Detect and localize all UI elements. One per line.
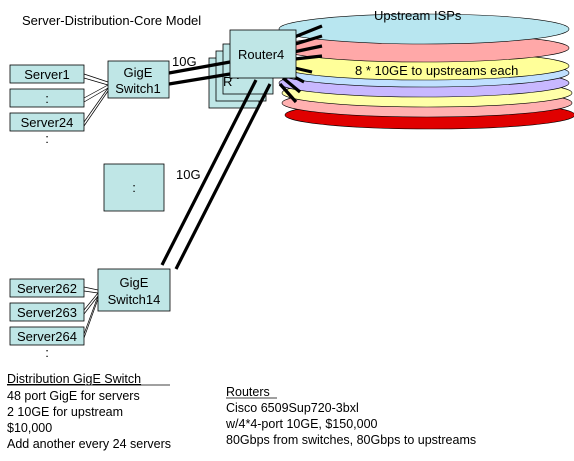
routers-line: 80Gbps from switches, 80Gbps to upstream… xyxy=(226,433,476,447)
switch14-line2: Switch14 xyxy=(108,292,161,307)
server-box[interactable] xyxy=(9,302,85,322)
upstream-isp-stack xyxy=(278,13,574,130)
middle-placeholder: : xyxy=(103,163,165,212)
diagram-title: Server-Distribution-Core Model xyxy=(22,13,201,28)
routers-line: w/4*4-port 10GE, $150,000 xyxy=(225,417,378,431)
server-box[interactable] xyxy=(9,278,85,298)
distribution-notes: Distribution GigE Switch 48 port GigE fo… xyxy=(7,372,171,451)
distribution-line: Add another every 24 servers xyxy=(7,437,171,451)
middle-placeholder-label: : xyxy=(132,180,136,195)
gige-switch1[interactable]: GigE Switch1 xyxy=(107,60,170,99)
router4-box[interactable] xyxy=(229,29,297,79)
server-label: Server24 xyxy=(21,115,74,130)
routers-line: Cisco 6509Sup720-3bxl xyxy=(226,401,359,415)
router4-label: Router4 xyxy=(238,47,284,62)
switch1-line2: Switch1 xyxy=(115,81,161,96)
routers-heading: Routers xyxy=(226,385,270,399)
server-links-bottom xyxy=(83,286,99,339)
isp-ellipse xyxy=(278,13,570,45)
server-box[interactable] xyxy=(9,88,85,108)
upstream-isps-label: Upstream ISPs xyxy=(374,8,462,23)
server-label: Server1 xyxy=(24,67,70,82)
distribution-line: 48 port GigE for servers xyxy=(7,389,140,403)
distribution-line: 2 10GE for upstream xyxy=(7,405,123,419)
server-label: Server262 xyxy=(17,281,77,296)
upstream-caption: 8 * 10GE to upstreams each xyxy=(355,63,518,78)
link-label-middle: 10G xyxy=(176,167,201,182)
server-list-top: Server1 : Server24 : xyxy=(9,64,85,146)
server-box[interactable] xyxy=(9,112,85,132)
server-label: Server264 xyxy=(17,329,77,344)
distribution-heading: Distribution GigE Switch xyxy=(7,372,141,386)
ellipsis: : xyxy=(45,345,49,360)
switch14-router-links xyxy=(160,79,272,270)
server-list-bottom: Server262 Server263 Server264 : xyxy=(9,278,85,360)
switch1-line1: GigE xyxy=(124,65,153,80)
server-label: Server263 xyxy=(17,305,77,320)
switch1-router-links xyxy=(168,60,231,86)
server-links-top xyxy=(83,73,109,127)
switch14-line1: GigE xyxy=(120,275,149,290)
server-box[interactable] xyxy=(9,64,85,84)
gige-switch14[interactable]: GigE Switch14 xyxy=(97,268,171,312)
server-label: : xyxy=(45,91,49,106)
server-box[interactable] xyxy=(9,326,85,346)
router-stack: R R Router4 xyxy=(208,29,297,109)
distribution-line: $10,000 xyxy=(7,421,52,435)
router-notes: Routers Cisco 6509Sup720-3bxl w/4*4-port… xyxy=(225,385,476,447)
ellipsis: : xyxy=(45,131,49,146)
router-shadow-label: R xyxy=(223,74,232,89)
link-label-top: 10G xyxy=(172,54,197,69)
